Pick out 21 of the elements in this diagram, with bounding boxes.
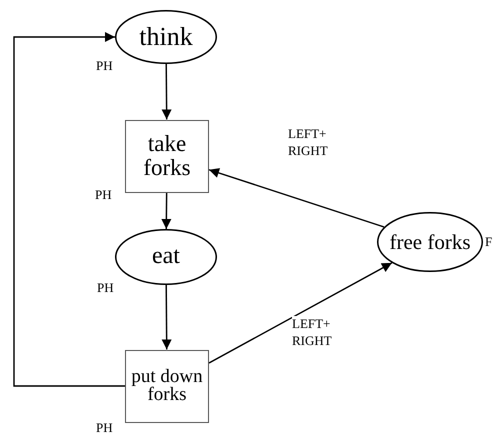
transition-box [125,120,209,192]
node-label: think [138,23,194,51]
node-annotation: PH [97,280,114,296]
place-ellipse [377,212,483,272]
node-annotation: PH [95,187,112,203]
arrow [208,168,384,228]
node-annotation: PH [96,58,113,74]
node-label: put down forks [130,368,204,404]
node-annotation: F [485,234,492,250]
arrow [13,32,125,387]
place-ellipse [115,229,217,285]
transition-box [125,350,209,422]
node-label: take forks [142,132,192,180]
arrow [208,262,392,364]
node-label: eat [151,244,181,270]
node-annotation: PH [96,420,113,436]
arrow [161,192,172,229]
arrow [162,64,172,120]
place-ellipse [115,10,217,64]
arrow [162,285,172,350]
node-label: free forks [388,230,472,254]
